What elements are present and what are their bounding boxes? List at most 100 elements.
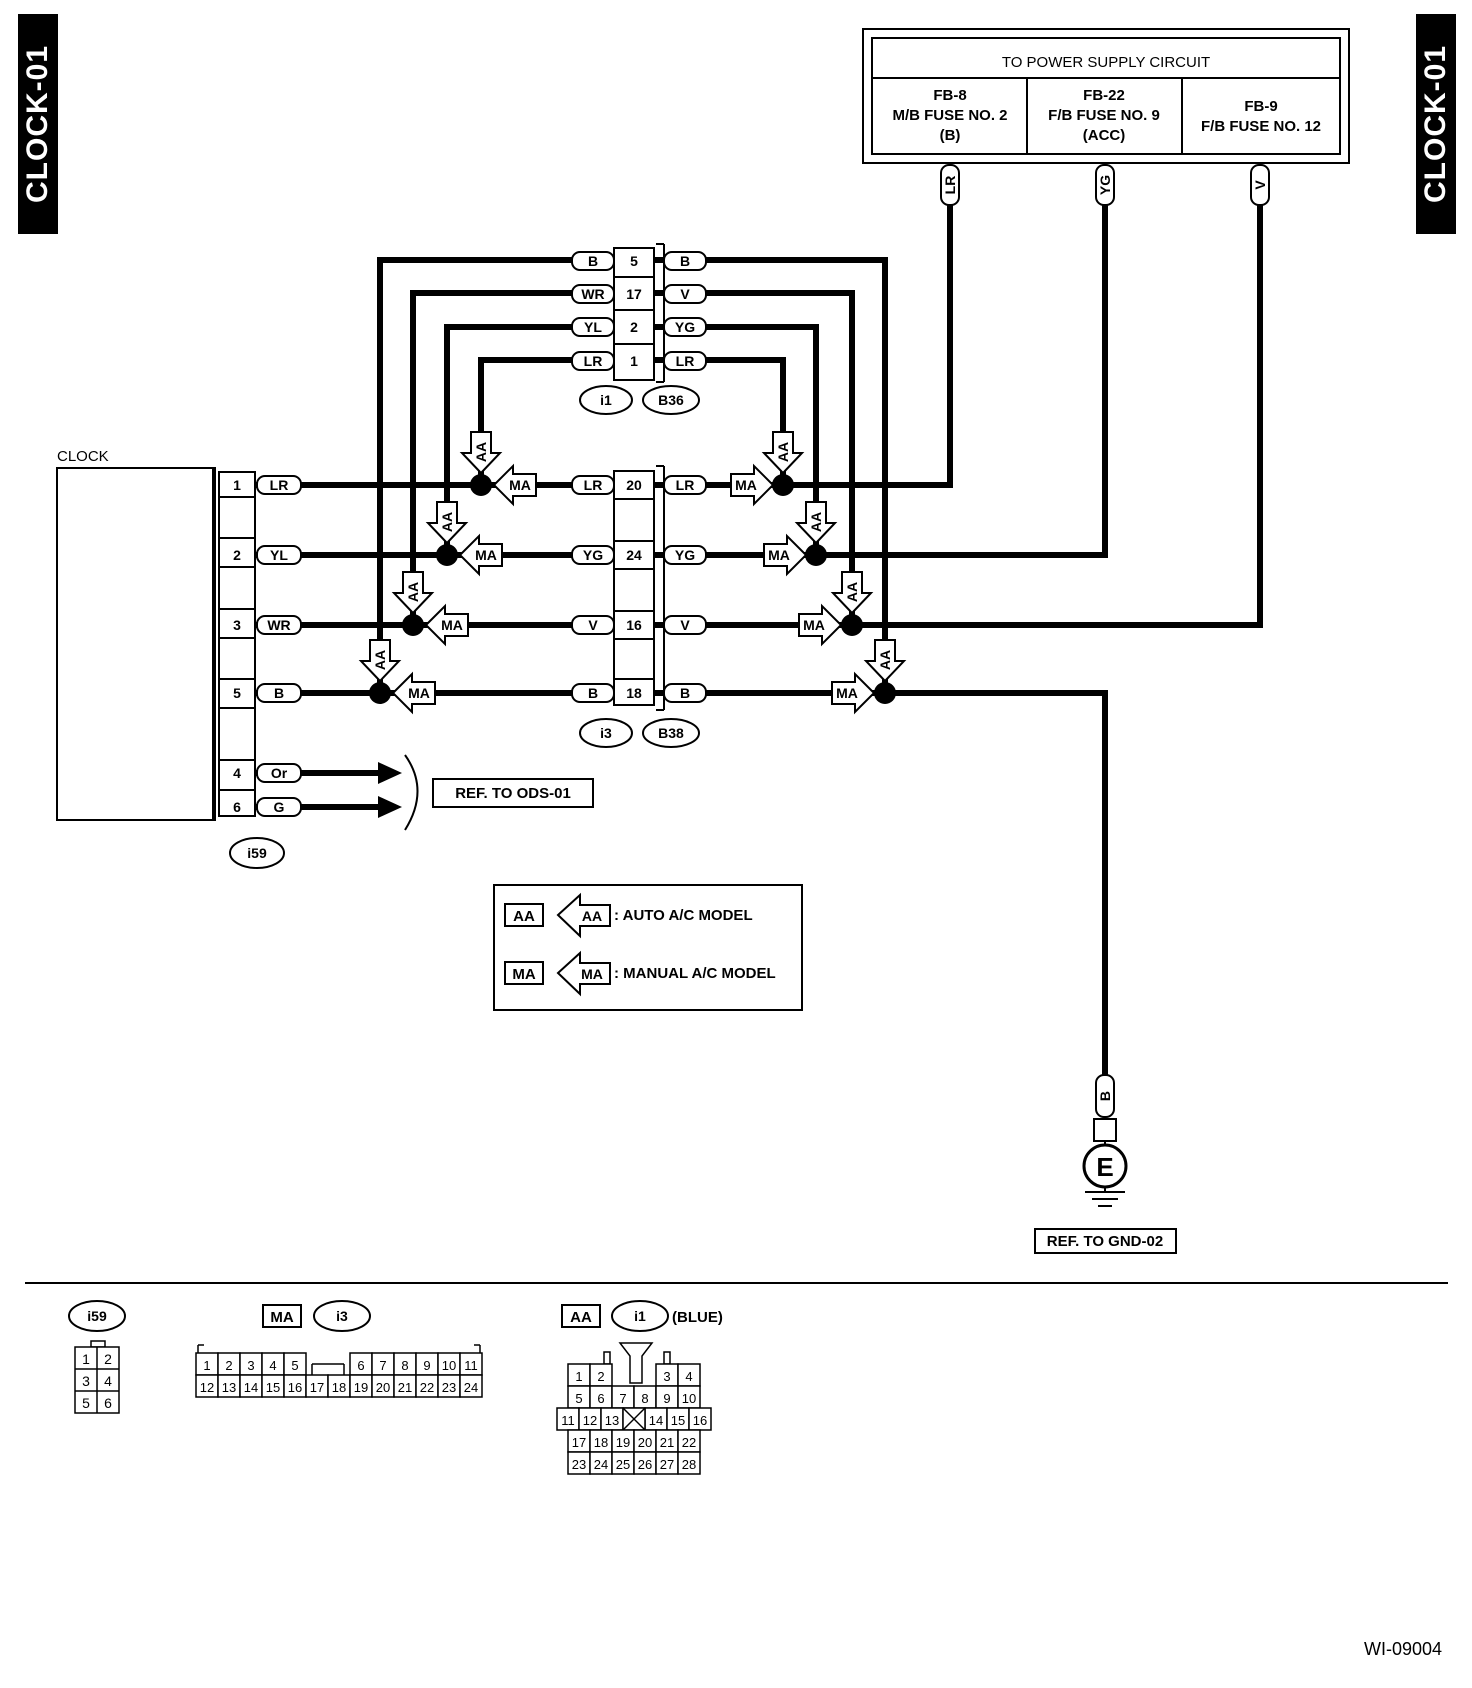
pin-label: 14 [649,1413,663,1428]
fuse-fb8-id: FB-8 [933,87,966,104]
wire-color-tag: B [680,253,690,269]
arrow-right-icon [378,762,402,784]
pin-number: 1 [630,353,638,369]
pin-number: 2 [630,319,638,335]
pin-label: 2 [104,1351,112,1367]
ma-arrow-marker: MA [831,671,876,715]
page-tab-left: CLOCK-01 [18,14,58,234]
ground: B E REF. TO GND-02 [1034,1074,1177,1254]
pin-number: 18 [626,685,642,701]
page-tab-right: CLOCK-01 [1416,14,1456,234]
fuse-fb22-id: FB-22 [1083,87,1125,104]
splice-dot [805,544,827,566]
wire-color-tag: WR [267,617,290,633]
connector-id: i1 [634,1308,646,1324]
pin-label: 20 [638,1435,652,1450]
document-code: WI-09004 [1363,1639,1442,1659]
wire-color-tag: WR [581,286,604,302]
bracket-icon [404,754,419,831]
pin-label: 5 [291,1358,298,1373]
pin-label: 25 [616,1457,630,1472]
fuse-fb9-id: FB-9 [1244,98,1277,115]
wire-color-tag: B [680,685,690,701]
ods-ref-label: REF. TO ODS-01 [455,785,571,802]
ground-symbol: E [1096,1152,1113,1182]
wire-color-tag: B [588,685,598,701]
pin-label: 16 [288,1380,302,1395]
ma-marker-text: MA [475,547,497,563]
connector-latch-icon [618,1342,654,1384]
pin-label: 13 [222,1380,236,1395]
pin-label: 24 [464,1380,478,1395]
pin-label: 11 [464,1358,478,1373]
pin-label: 22 [682,1435,696,1450]
wire-color-tag: LR [270,477,289,493]
pin-label: 5 [82,1395,90,1411]
pin-label: 8 [641,1391,648,1406]
pin-label: 24 [594,1457,608,1472]
splice-dot [841,614,863,636]
legend-aa-code: AA [513,908,535,925]
connector-id: B36 [658,392,684,408]
splice-points [369,474,896,704]
aa-arrow-marker: AA [830,571,874,615]
fuse-fb9-name: F/B FUSE NO. 12 [1201,118,1321,135]
pin-label: 8 [401,1358,408,1373]
ma-arrow-marker: MA [424,603,469,647]
pin-label: 17 [572,1435,586,1450]
wire-color-tag: V [588,617,598,633]
aa-marker-text: AA [372,650,388,670]
ground-ref-label: REF. TO GND-02 [1047,1233,1163,1250]
wire-color-tag: LR [676,353,695,369]
pin-label: 19 [616,1435,630,1450]
pin-label: 1 [82,1351,90,1367]
pin-label: 12 [200,1380,214,1395]
pin-label: 6 [597,1391,604,1406]
pin-label: 10 [682,1391,696,1406]
wire-color-tag: Or [271,765,288,781]
fuse-fb8-name: M/B FUSE NO. 2 [892,107,1007,124]
wire-color-tag: LR [584,353,603,369]
aa-marker-text: AA [808,512,824,532]
pin-label: 15 [266,1380,280,1395]
pin-number: 24 [626,547,642,563]
pin-number: 1 [233,477,241,493]
wire-color-tag: V [1252,180,1268,190]
ods-reference: REF. TO ODS-01 [378,754,594,831]
ma-marker-text: MA [735,477,757,493]
wire-color-tag: G [274,799,285,815]
wire-color-tag: YG [675,547,695,563]
aa-arrow-marker: AA [863,639,907,683]
power-supply-title: TO POWER SUPPLY CIRCUIT [1002,54,1210,71]
ma-arrow-marker: MA [798,603,843,647]
connector-i1-b36: 5 17 2 1 B WR YL LR B V YG LR i1 B36 [571,243,707,415]
ma-arrow-marker: MA [730,463,775,507]
model-code: AA [570,1309,592,1326]
legend-aa-text: : AUTO A/C MODEL [614,907,753,924]
wire-color-tag: V [680,617,690,633]
power-supply-box: TO POWER SUPPLY CIRCUIT FB-8 M/B FUSE NO… [862,28,1350,164]
pin-label: 22 [420,1380,434,1395]
connector-id: i1 [600,392,612,408]
pin-number: 16 [626,617,642,633]
ma-marker-text: MA [803,617,825,633]
wire-color-tag: LR [676,477,695,493]
aa-marker-text: AA [877,650,893,670]
aa-marker-text: AA [439,512,455,532]
clock-unit: CLOCK 1 2 3 5 4 6 LR YL WR B Or G i59 [56,448,302,869]
pin-cell [677,1451,701,1475]
wire-color-tag: B [588,253,598,269]
wire-color-tag: LR [584,477,603,493]
aa-arrow-marker: AA [459,431,503,475]
pin-label: 11 [561,1413,575,1428]
splice-dot [772,474,794,496]
legend-ma-code: MA [512,966,535,983]
wire-color-tag: LR [942,176,958,195]
pin-label: 9 [423,1358,430,1373]
fuse-fb22-name: F/B FUSE NO. 9 [1048,107,1160,124]
pin-label: 23 [442,1380,456,1395]
connector-id: i59 [87,1308,107,1324]
connector-view-i59: i59 1 2 3 4 5 6 [68,1300,126,1414]
pin-number: 2 [233,547,241,563]
fuse-fb8-state: (B) [940,127,961,144]
